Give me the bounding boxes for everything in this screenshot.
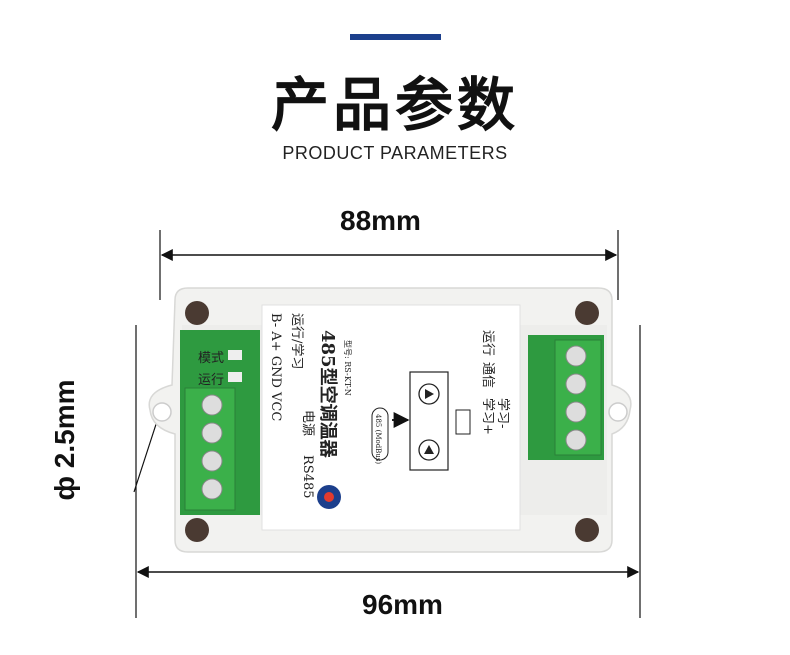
mode-label: 模式 xyxy=(198,351,224,366)
hole-diameter-label: ф 2.5mm xyxy=(49,379,80,501)
page-subtitle: PRODUCT PARAMETERS xyxy=(282,143,508,163)
run-label-left: 运行 xyxy=(198,373,224,388)
mounting-holes xyxy=(185,301,599,542)
run-label-right: 运行 xyxy=(480,330,495,356)
comm-label: 通信 xyxy=(480,362,495,388)
power-label: 电源 xyxy=(300,410,315,436)
width-inner-label: 88mm xyxy=(340,205,421,236)
learn-plus-label: 学习+ xyxy=(480,398,496,435)
product-name: 485型空调温器 xyxy=(317,330,339,459)
learn-minus-label: 学习- xyxy=(495,398,511,428)
dimension-lines xyxy=(133,230,641,618)
run-learn-label: 运行/学习 xyxy=(289,313,305,369)
product-label xyxy=(261,304,521,531)
title-accent-bar xyxy=(350,34,441,40)
pins-label: B- A+ GND VCC xyxy=(268,313,283,421)
protocol-tag: 485 (ModBus) xyxy=(374,414,382,464)
left-terminal-block xyxy=(180,330,260,515)
width-outer-label: 96mm xyxy=(362,589,443,620)
right-terminal-block xyxy=(528,335,604,460)
rs485-label: RS485 xyxy=(300,455,315,499)
page-title: 产品参数 xyxy=(270,71,519,139)
model-number: 型号: RS-KT-N xyxy=(343,340,352,396)
